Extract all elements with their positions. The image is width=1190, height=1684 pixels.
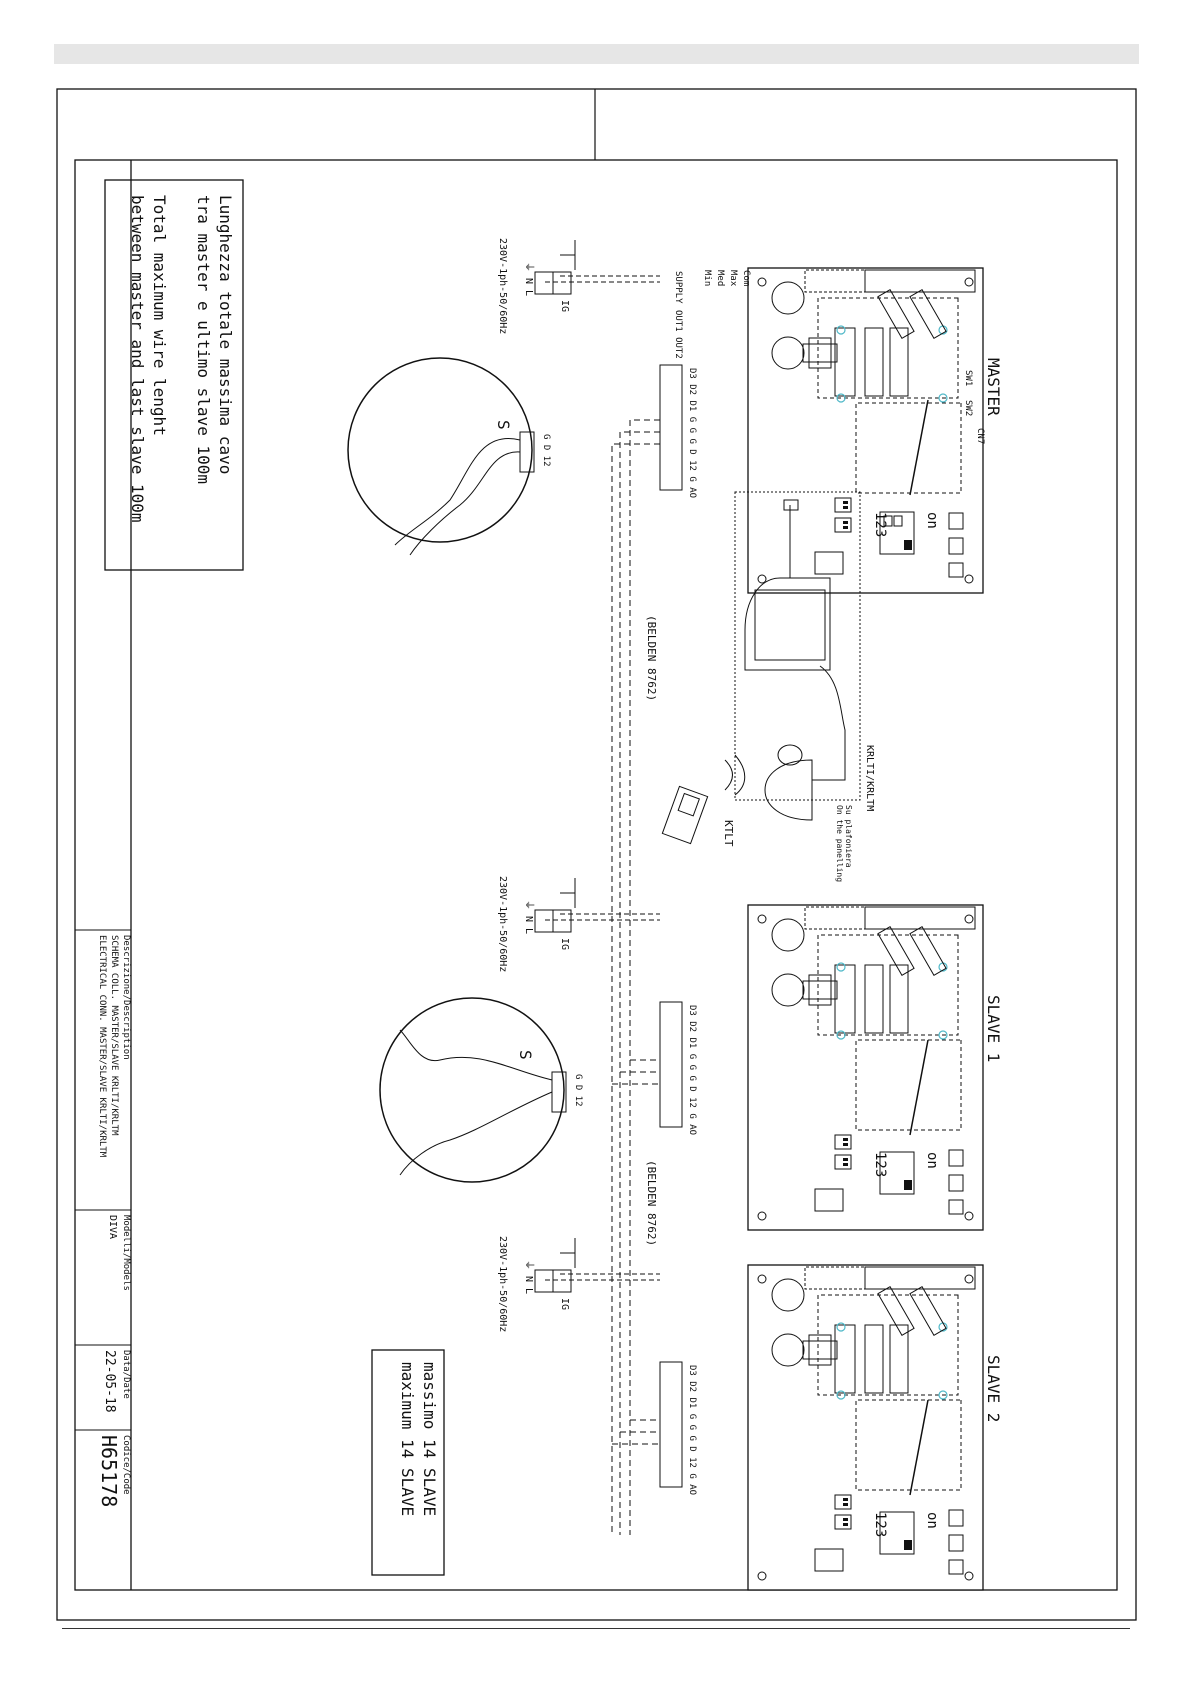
sw1-label: SW1 xyxy=(963,370,973,386)
fan-terminal-label: Med xyxy=(715,270,725,286)
length-note-box xyxy=(104,179,244,571)
shield-label: S xyxy=(516,1050,535,1060)
transmitter-label: KTLT xyxy=(722,820,735,847)
unit-label: SLAVE 1 xyxy=(984,995,1003,1062)
power-supply-master: 230V-1ph-50/60Hz ⏚ N L IG xyxy=(497,238,660,334)
power-spec: 230V-1ph-50/60Hz xyxy=(497,1236,508,1332)
supply-label: SUPPLY xyxy=(673,271,683,304)
slave2-dip-callout: on 123 xyxy=(872,1399,940,1555)
master-signal-terminals: D3 D2 D1 G G G D 12 G AO xyxy=(659,364,697,498)
length-note-it-2: tra master e ultimo slave 100m xyxy=(194,195,213,484)
mount-it-label: Su plafoniera xyxy=(844,805,853,868)
ig-label: IG xyxy=(559,1298,570,1310)
desc-en: ELECTRICAL CONN. MASTER/SLAVE KRLTI/KRLT… xyxy=(97,935,107,1158)
svg-text:⏚ N L: ⏚ N L xyxy=(523,1260,535,1294)
cn7-label: CN7 xyxy=(975,428,985,444)
title-block: Descrizione/Description SCHEMA COLL. MAS… xyxy=(75,929,131,1507)
power-supply-slave-2: 230V-1ph-50/60Hz ⏚ N L IG xyxy=(497,1236,660,1332)
desc-label: Descrizione/Description xyxy=(121,935,131,1060)
dip-numbers-label: 123 xyxy=(872,1152,888,1177)
cable-label-1: (BELDEN 8762) xyxy=(645,615,658,701)
max-slave-box xyxy=(371,1349,445,1576)
dip-on-label: on xyxy=(924,512,940,529)
svg-text:D3 D2 D1 G G G D 12 G AO: D3 D2 D1 G G G D 12 G AO xyxy=(687,1005,697,1135)
code-label: Codice/Code xyxy=(121,1435,131,1495)
unit-label: SLAVE 2 xyxy=(984,1355,1003,1422)
dip-on-label: on xyxy=(924,1152,940,1169)
svg-text:⏚ N L: ⏚ N L xyxy=(523,900,535,934)
svg-text:D3 D2 D1 G G G D 12 G AO: D3 D2 D1 G G G D 12 G AO xyxy=(687,368,697,498)
max-slave-it: massimo 14 SLAVE xyxy=(420,1362,439,1516)
power-spec: 230V-1ph-50/60Hz xyxy=(497,876,508,972)
receiver-label: KRLTI/KRLTM xyxy=(864,745,875,811)
outer-frame xyxy=(56,88,1137,1621)
dip-numbers-label: 123 xyxy=(872,1512,888,1537)
master-terminals: SUPPLY OUT1 OUT2 Min Med Max Com SW1 SW2… xyxy=(673,270,985,444)
master-dip-callout: on 123 xyxy=(872,399,940,555)
unit-label: MASTER xyxy=(984,358,1003,416)
footer-line xyxy=(62,1628,1130,1629)
dip-numbers-label: 123 xyxy=(872,512,888,537)
shield-detail-slave: S G D 12 xyxy=(379,997,583,1183)
svg-text:G D 12: G D 12 xyxy=(541,434,551,467)
slave2-signal-terminals: D3 D2 D1 G G G D 12 G AO xyxy=(659,1361,697,1495)
date-value: 22-05-18 xyxy=(102,1350,117,1413)
models-label: Modelli/Models xyxy=(121,1215,131,1291)
fan-terminal-label: Max xyxy=(728,270,738,287)
fan-terminal-label: Com xyxy=(741,270,751,286)
desc-it: SCHEMA COLL. MASTER/SLAVE KRLTI/KRLTM xyxy=(109,935,119,1136)
sw2-label: SW2 xyxy=(963,400,973,416)
unit-board-slave-2: SLAVE 2 xyxy=(747,1264,1003,1591)
outputs-label: OUT1 OUT2 xyxy=(673,310,683,359)
remote-receiver-group: KRLTI/KRLTM Su plafoniera On the panelli… xyxy=(734,491,875,882)
cable-label-2: (BELDEN 8762) xyxy=(645,1160,658,1246)
length-note-it-1: Lunghezza totale massima cavo xyxy=(216,195,235,474)
shield-detail-master: S G D 12 xyxy=(347,357,551,556)
svg-text:G D 12: G D 12 xyxy=(573,1074,583,1107)
max-slave-en: maximum 14 SLAVE xyxy=(398,1362,417,1516)
header-bar xyxy=(54,44,1139,64)
unit-board-master: MASTER xyxy=(747,267,1003,594)
dip-on-label: on xyxy=(924,1512,940,1529)
shield-label: S xyxy=(494,420,513,430)
slave1-dip-callout: on 123 xyxy=(872,1039,940,1195)
remote-transmitter: KTLT xyxy=(661,754,746,847)
models-value: DIVA xyxy=(107,1215,118,1239)
date-label: Data/Date xyxy=(121,1350,131,1399)
ig-label: IG xyxy=(559,938,570,950)
length-note-en-1: Total maximum wire lenght xyxy=(150,195,169,436)
fan-terminal-label: Min xyxy=(702,270,712,286)
ig-label: IG xyxy=(559,300,570,312)
code-value: H65178 xyxy=(97,1435,121,1507)
unit-board-slave-1: SLAVE 1 xyxy=(747,904,1003,1231)
power-spec: 230V-1ph-50/60Hz xyxy=(497,238,508,334)
bus-cable xyxy=(611,419,660,1535)
svg-text:D3 D2 D1 G G G D 12 G AO: D3 D2 D1 G G G D 12 G AO xyxy=(687,1365,697,1495)
mount-en-label: On the panelling xyxy=(835,805,844,882)
power-supply-slave-1: 230V-1ph-50/60Hz ⏚ N L IG xyxy=(497,876,660,972)
slave1-signal-terminals: D3 D2 D1 G G G D 12 G AO xyxy=(659,1001,697,1135)
length-note-en-2: between master and last slave 100m xyxy=(128,195,147,523)
svg-text:⏚ N L: ⏚ N L xyxy=(523,262,535,296)
drawing-frame xyxy=(74,159,1118,1591)
